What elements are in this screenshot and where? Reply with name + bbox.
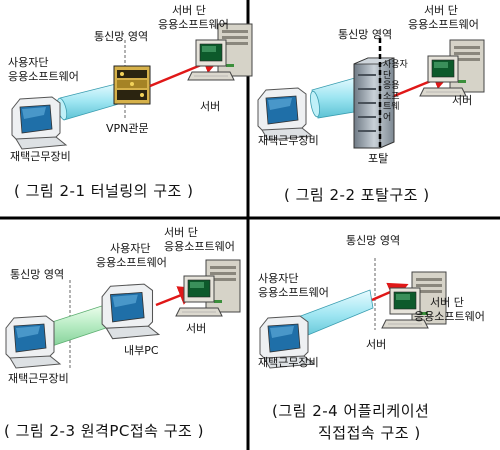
server-side-label: 서버 단: [172, 4, 206, 17]
server-computer-icon: [419, 39, 485, 97]
portal-label: 포탈: [368, 152, 389, 165]
network-area-label: 통신망 영역: [338, 28, 393, 41]
panel-portal: [257, 38, 485, 150]
server-label: 서버: [452, 94, 473, 107]
telework-monitor-icon: [11, 96, 67, 150]
server-computer-icon: [175, 259, 241, 317]
user-side-label: 사용자단: [258, 272, 299, 285]
internal-pc-label: 내부PC: [124, 344, 159, 357]
user-app-label: 응용소프트웨어: [258, 286, 329, 299]
user-app-label: 응용소프트웨어: [96, 256, 167, 269]
figure-caption-line2: 직접접속 구조 ): [318, 424, 421, 442]
figure-caption-line1: (그림 2-4 어플리케이션: [272, 402, 430, 420]
server-app-label: 응용소프트웨어: [164, 240, 235, 253]
server-label: 서버: [366, 338, 387, 351]
vpn-gateway-label: VPN관문: [106, 122, 149, 135]
user-app-label: 응용소프트웨어: [8, 70, 79, 83]
server-app-label: 응용소프트웨어: [158, 18, 229, 31]
figure-caption: ( 그림 2-2 포탈구조 ): [284, 186, 430, 204]
server-app-label: 응용소프트웨어: [414, 310, 485, 323]
telework-monitor-icon: [257, 87, 313, 141]
internal-pc-icon: [101, 283, 160, 340]
user-side-label: 사용자단: [8, 56, 49, 69]
server-label: 서버: [186, 322, 207, 335]
network-area-label: 통신망 영역: [10, 268, 65, 281]
portal-tube: [310, 75, 367, 119]
network-area-label: 통신망 영역: [94, 30, 149, 43]
telework-device-label: 재택근무장비: [10, 150, 71, 163]
telework-device-label: 재택근무장비: [258, 356, 319, 369]
tunnel-tube: [56, 82, 123, 121]
telework-device-label: 재택근무장비: [258, 134, 319, 147]
vpn-gateway-device: [113, 65, 151, 105]
telework-monitor-icon: [5, 315, 61, 369]
network-area-label: 통신망 영역: [346, 234, 401, 247]
telework-device-label: 재택근무장비: [8, 372, 69, 385]
server-side-label: 서버 단: [164, 226, 198, 239]
figure-caption: ( 그림 2-1 터널링의 구조 ): [14, 182, 194, 200]
panel-tunneling: [11, 23, 253, 150]
panel-remote-pc: [5, 259, 241, 370]
user-side-label: 사용자단: [110, 242, 151, 255]
portal-cabinet-text: 사용자 단 응용 소프 트웨 어: [383, 60, 408, 123]
figure-caption: ( 그림 2-3 원격PC접속 구조 ): [4, 422, 204, 440]
server-side-label: 서버 단: [430, 296, 464, 309]
server-computer-icon: [187, 23, 253, 81]
server-app-label: 응용소프트웨어: [408, 18, 479, 31]
server-side-label: 서버 단: [424, 4, 458, 17]
panel-app-direct: [259, 258, 447, 369]
server-label: 서버: [200, 100, 221, 113]
